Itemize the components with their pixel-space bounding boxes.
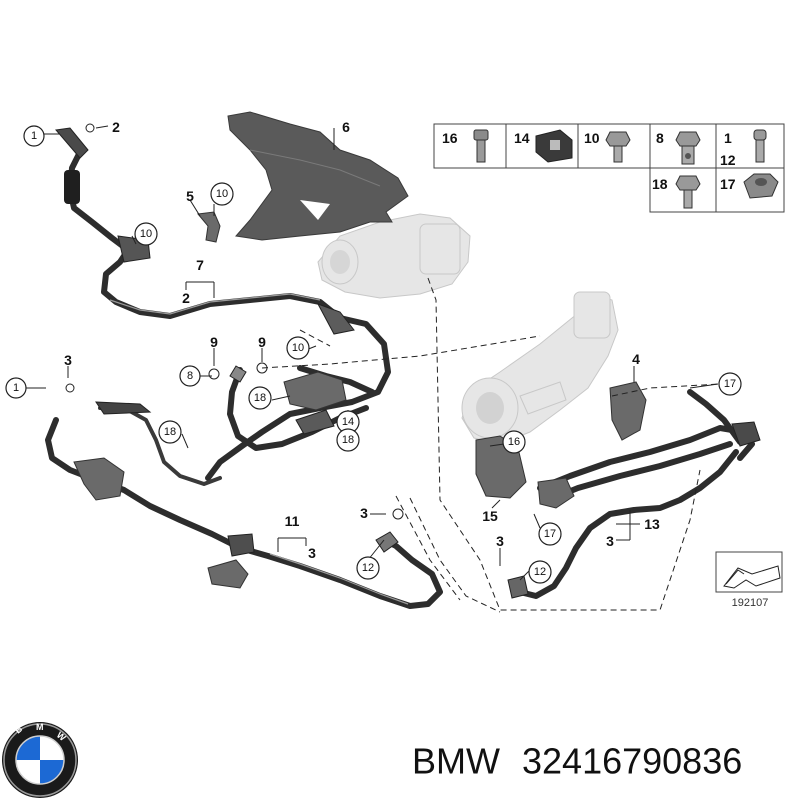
callout-10-left: 10	[134, 222, 158, 246]
callout-3-center: 3	[496, 533, 504, 549]
svg-text:18: 18	[164, 426, 176, 438]
callout-12-right: 12	[528, 560, 552, 584]
callout-12-mid: 12	[356, 556, 380, 580]
callout-7: 7	[196, 257, 204, 273]
callout-4: 4	[632, 351, 640, 367]
table-num-18: 18	[652, 176, 668, 192]
callout-1-top: 1	[23, 125, 45, 147]
reference-number: 192107	[732, 597, 769, 609]
nut-17-icon	[743, 173, 779, 199]
ghost-steering-gear	[461, 291, 619, 445]
bolt-1-12-icon	[753, 129, 767, 163]
bolt-10-icon	[605, 131, 631, 163]
callout-13: 13	[644, 516, 660, 532]
table-num-17: 17	[720, 176, 736, 192]
callout-1-left: 1	[5, 377, 27, 399]
callout-15: 15	[482, 508, 498, 524]
heat-shield	[227, 111, 409, 241]
table-num-1: 1	[724, 130, 732, 146]
svg-text:14: 14	[342, 416, 354, 428]
callout-6: 6	[342, 119, 350, 135]
callout-18-mid: 18	[248, 386, 272, 410]
svg-text:17: 17	[724, 378, 736, 390]
table-num-16: 16	[442, 130, 458, 146]
callout-leaders	[26, 125, 719, 581]
callout-18-lower: 18	[336, 428, 360, 452]
table-num-10: 10	[584, 130, 600, 146]
callout-3-left: 3	[64, 352, 72, 368]
callout-5: 5	[186, 188, 194, 204]
upper-hose-line	[55, 127, 391, 481]
svg-text:1: 1	[31, 130, 37, 142]
callout-3-right: 3	[606, 533, 614, 549]
reference-box: 192107	[715, 551, 783, 609]
svg-text:1: 1	[13, 382, 19, 394]
svg-text:10: 10	[140, 228, 152, 240]
svg-text:17: 17	[544, 528, 556, 540]
callout-3-bottom: 3	[308, 545, 316, 561]
svg-text:M: M	[36, 722, 44, 732]
arrow-icon	[723, 565, 781, 589]
middle-hose-assembly	[227, 365, 375, 451]
callout-17-right: 17	[718, 372, 742, 396]
svg-text:8: 8	[187, 370, 193, 382]
parts-table: 16 14 10 8 1 12 18 17	[433, 123, 785, 213]
bolt-18-icon	[675, 175, 701, 209]
callout-9-right: 9	[258, 334, 266, 350]
part-number: 32416790836	[522, 741, 742, 782]
callout-8: 8	[179, 365, 201, 387]
bmw-logo: B M W	[2, 722, 78, 798]
callout-14: 14	[336, 410, 360, 434]
banjo-bolt-8-icon	[675, 131, 701, 165]
callout-16: 16	[502, 430, 526, 454]
rubber-mount-14-icon	[535, 129, 573, 163]
svg-text:10: 10	[216, 188, 228, 200]
bolt-16-icon	[473, 129, 489, 163]
svg-text:B: B	[13, 723, 25, 735]
ghost-steering-pump	[317, 213, 471, 299]
table-num-14: 14	[514, 130, 530, 146]
callout-2-top: 2	[112, 119, 120, 135]
svg-text:18: 18	[342, 434, 354, 446]
callout-2-mid: 2	[182, 290, 190, 306]
lower-left-hose	[45, 401, 443, 609]
svg-text:10: 10	[292, 342, 304, 354]
callout-10-upper: 10	[210, 182, 234, 206]
table-num-12: 12	[720, 152, 736, 168]
svg-text:12: 12	[362, 562, 374, 574]
svg-text:12: 12	[534, 566, 546, 578]
callout-3-mid: 3	[360, 505, 368, 521]
brand-name: BMW	[412, 741, 500, 782]
bracket-5	[197, 211, 221, 243]
callout-17-lower: 17	[538, 522, 562, 546]
dashed-leaders	[261, 277, 721, 613]
callout-18-left: 18	[158, 420, 182, 444]
callouts: 1 2 6 5 10 10 7 2 9 9 10 8 18 3	[5, 119, 742, 584]
callout-9-left: 9	[210, 334, 218, 350]
callout-10-mid: 10	[286, 336, 310, 360]
callout-11: 11	[285, 513, 300, 529]
table-num-8: 8	[656, 130, 664, 146]
svg-text:18: 18	[254, 392, 266, 404]
svg-text:16: 16	[508, 436, 520, 448]
